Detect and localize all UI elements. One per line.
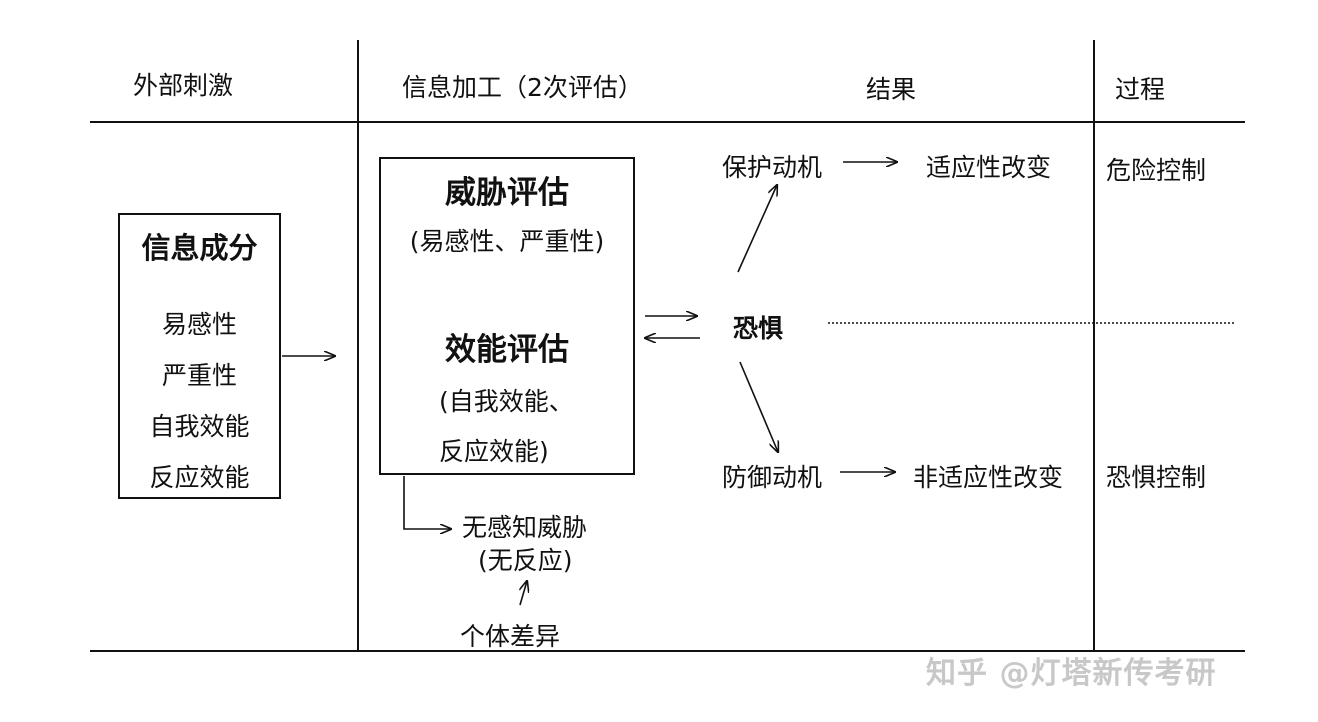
fear-label: 恐惧: [733, 314, 784, 343]
efficacy-appraisal-detail-1: (自我效能、: [439, 387, 574, 416]
efficacy-appraisal-title: 效能评估: [445, 332, 569, 368]
info-item-susceptibility: 易感性: [161, 310, 237, 339]
maladaptive-change: 非适应性改变: [913, 463, 1064, 492]
header-result: 结果: [866, 75, 917, 104]
info-component-box: 信息成分 易感性 严重性 自我效能 反应效能: [118, 213, 281, 499]
threat-appraisal-detail: (易感性、严重性): [409, 227, 605, 256]
info-item-response-efficacy: 反应效能: [149, 463, 250, 492]
arrow-fear-to-protect: [737, 185, 777, 273]
info-item-self-efficacy: 自我效能: [149, 412, 250, 441]
info-component-title: 信息成分: [141, 231, 258, 265]
arrow-appraisal-to-no-threat: [403, 476, 451, 529]
arrow-individual-to-no-threat: [520, 581, 527, 606]
danger-control: 危险控制: [1106, 156, 1207, 185]
watermark: 知乎 @灯塔新传考研: [926, 656, 1217, 691]
header-process: 过程: [1115, 75, 1166, 104]
fear-control: 恐惧控制: [1106, 463, 1207, 492]
no-response: (无反应): [478, 546, 573, 575]
arrow-fear-to-defense: [739, 361, 778, 452]
individual-differences: 个体差异: [460, 622, 561, 651]
no-perceived-threat: 无感知威胁: [462, 513, 588, 542]
threat-appraisal-title: 威胁评估: [445, 175, 569, 211]
efficacy-appraisal-detail-2: 反应效能): [439, 437, 549, 466]
protection-motivation: 保护动机: [722, 153, 823, 182]
header-information-processing: 信息加工（2次评估）: [402, 73, 643, 102]
defensive-motivation: 防御动机: [722, 463, 823, 492]
header-external-stimulus: 外部刺激: [133, 71, 234, 100]
appraisal-box: 威胁评估 (易感性、严重性) 效能评估 (自我效能、 反应效能): [379, 157, 635, 475]
info-item-severity: 严重性: [161, 361, 237, 390]
adaptive-change: 适应性改变: [926, 153, 1052, 182]
